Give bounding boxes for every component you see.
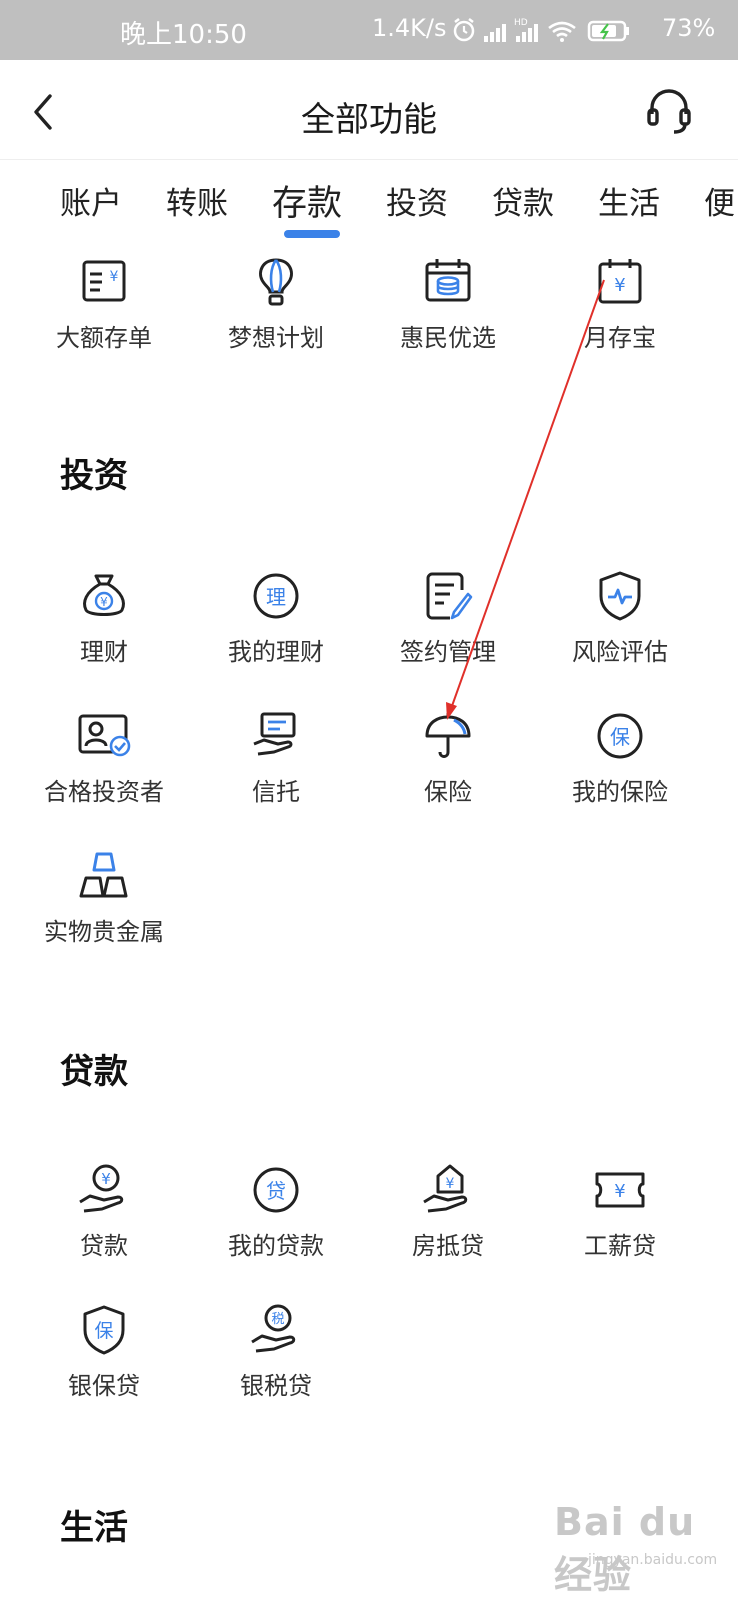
signal-hd-icon: HD: [514, 18, 538, 42]
item-label: 贷款: [80, 1232, 128, 1260]
id-card-check-icon: [78, 714, 131, 757]
item-risk-assessment[interactable]: 风险评估: [532, 568, 708, 667]
umbrella-icon: [425, 713, 471, 758]
svg-text:¥: ¥: [614, 1181, 625, 1202]
watermark-brand: Bai du 经验: [554, 1500, 696, 1597]
glyph-shui: 税: [271, 1312, 284, 1327]
svg-text:¥: ¥: [110, 269, 119, 285]
section-title-invest: 投资: [60, 456, 128, 496]
alarm-icon: [453, 18, 475, 42]
item-label: 梦想计划: [228, 324, 324, 352]
wifi-icon: [548, 21, 576, 42]
item-label: 信托: [252, 778, 300, 806]
hot-air-balloon-icon: [259, 258, 293, 306]
item-label: 理财: [80, 638, 128, 666]
tab-life[interactable]: 生活: [598, 186, 660, 222]
item-insurance-loan[interactable]: 保 银保贷: [16, 1302, 192, 1401]
item-label: 我的理财: [228, 638, 324, 666]
item-loan[interactable]: ¥ 贷款: [16, 1162, 192, 1261]
item-label: 银税贷: [240, 1372, 312, 1400]
item-label: 惠民优选: [400, 324, 496, 352]
chevron-left-icon[interactable]: [28, 92, 58, 132]
status-battery: 73%: [662, 14, 716, 42]
item-label: 工薪贷: [584, 1232, 656, 1260]
tab-more[interactable]: 便: [704, 186, 735, 222]
svg-text:¥: ¥: [446, 1176, 455, 1192]
svg-text:¥: ¥: [101, 1170, 111, 1188]
hand-tax-icon: 税: [251, 1304, 296, 1353]
item-precious-metal[interactable]: 实物贵金属: [16, 848, 192, 947]
section-title-loan: 贷款: [60, 1052, 128, 1092]
item-label: 风险评估: [572, 638, 668, 666]
active-tab-indicator: [284, 230, 340, 238]
item-label: 房抵贷: [412, 1232, 484, 1260]
svg-text:HD: HD: [514, 18, 528, 28]
item-label: 保险: [424, 778, 472, 806]
status-icons: HD: [453, 18, 629, 42]
certificate-yuan-icon: ¥: [82, 260, 126, 302]
item-trust[interactable]: 信托: [188, 708, 364, 807]
glyph-bao-shield: 保: [94, 1320, 113, 1342]
status-bar: 晚上10:50 1.4K/s HD 73%: [0, 0, 738, 60]
baidu-jingyan-watermark: Bai du 经验 jingyan.baidu.com: [548, 1490, 718, 1597]
item-huimin-select[interactable]: 惠民优选: [360, 254, 536, 353]
ticket-yuan-icon: ¥: [595, 1172, 645, 1208]
item-label: 我的贷款: [228, 1232, 324, 1260]
page-title: 全部功能: [301, 100, 437, 140]
category-tabs: 账户 转账 存款 投资 贷款 生活 便: [0, 160, 738, 244]
tab-deposit[interactable]: 存款: [272, 184, 343, 224]
tab-account[interactable]: 账户: [60, 186, 122, 222]
item-label: 银保贷: [68, 1372, 140, 1400]
item-insurance[interactable]: 保险: [360, 708, 536, 807]
glyph-dai: 贷: [266, 1179, 286, 1203]
glyph-li: 理: [266, 585, 286, 609]
item-label: 月存宝: [584, 324, 656, 352]
svg-text:¥: ¥: [614, 275, 625, 296]
item-my-insurance[interactable]: 保 我的保险: [532, 708, 708, 807]
money-bag-icon: ¥: [83, 574, 125, 616]
headset-icon[interactable]: [644, 86, 694, 136]
item-large-deposit[interactable]: ¥ 大额存单: [16, 254, 192, 353]
nav-header: 全部功能: [0, 60, 738, 160]
hand-yuan-icon: ¥: [79, 1164, 124, 1213]
item-contract-manage[interactable]: 签约管理: [360, 568, 536, 667]
item-my-loan[interactable]: 贷 我的贷款: [188, 1162, 364, 1261]
status-time: 晚上10:50: [120, 20, 247, 50]
item-label: 我的保险: [572, 778, 668, 806]
item-wealth[interactable]: ¥ 理财: [16, 568, 192, 667]
svg-text:¥: ¥: [100, 595, 108, 609]
gold-bars-icon: [79, 852, 128, 898]
watermark-url: jingyan.baidu.com: [588, 1552, 718, 1568]
tab-transfer[interactable]: 转账: [166, 186, 228, 222]
status-network-speed: 1.4K/s: [372, 14, 447, 42]
item-label: 实物贵金属: [44, 918, 164, 946]
item-qualified-investor[interactable]: 合格投资者: [16, 708, 192, 807]
contract-pen-icon: [426, 572, 473, 620]
calendar-yuan-icon: ¥: [598, 259, 642, 304]
signal-icon: [484, 24, 506, 42]
item-label: 签约管理: [400, 638, 496, 666]
item-salary-loan[interactable]: ¥ 工薪贷: [532, 1162, 708, 1261]
glyph-bao: 保: [610, 725, 630, 749]
tab-invest[interactable]: 投资: [386, 186, 448, 222]
circle-bao-icon: 保: [597, 713, 643, 759]
item-my-wealth[interactable]: 理 我的理财: [188, 568, 364, 667]
item-dream-plan[interactable]: 梦想计划: [188, 254, 364, 353]
shield-pulse-icon: [599, 571, 641, 621]
calendar-coins-icon: [425, 259, 471, 302]
circle-dai-icon: 贷: [253, 1167, 299, 1213]
item-house-mortgage-loan[interactable]: ¥ 房抵贷: [360, 1162, 536, 1261]
hand-house-icon: ¥: [423, 1164, 468, 1213]
item-monthly-deposit[interactable]: ¥ 月存宝: [532, 254, 708, 353]
item-label: 大额存单: [56, 324, 152, 352]
item-label: 合格投资者: [44, 778, 164, 806]
item-tax-loan[interactable]: 税 银税贷: [188, 1302, 364, 1401]
hand-card-icon: [253, 712, 296, 756]
battery-icon: [587, 20, 629, 42]
tab-loan[interactable]: 贷款: [492, 186, 554, 222]
circle-li-icon: 理: [253, 573, 299, 619]
shield-bao-icon: 保: [83, 1305, 125, 1355]
section-title-life: 生活: [60, 1508, 128, 1548]
